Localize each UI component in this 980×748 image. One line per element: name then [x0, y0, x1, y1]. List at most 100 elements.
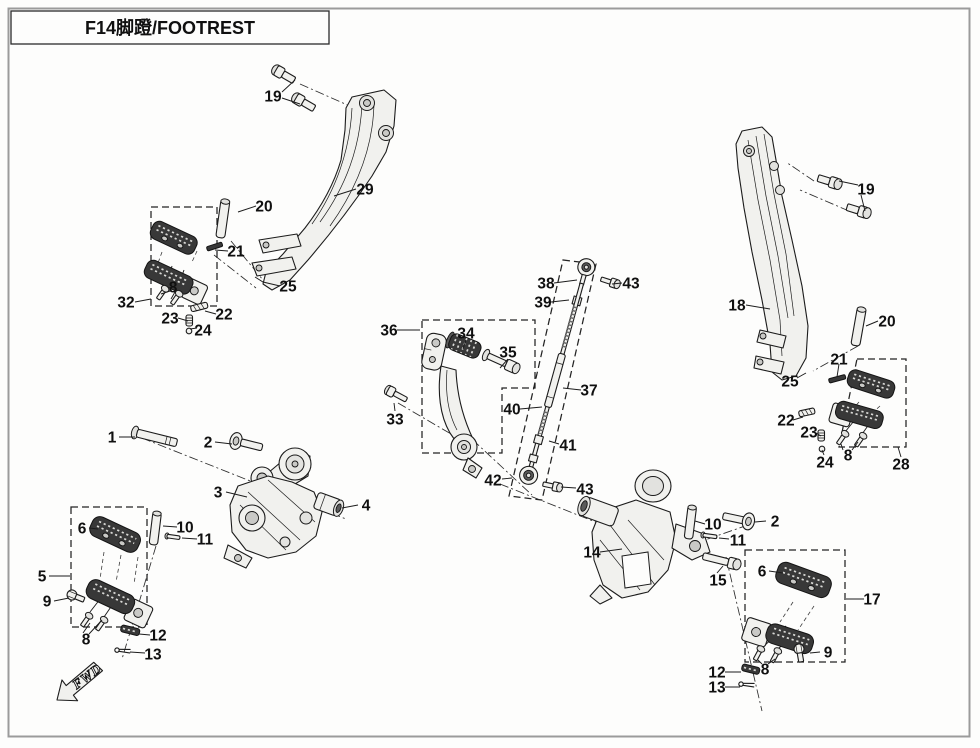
label-1: 1 [108, 430, 117, 447]
label-32: 32 [117, 295, 134, 312]
label-2-left: 2 [204, 435, 213, 452]
label-14: 14 [583, 545, 601, 562]
label-11-left: 11 [197, 532, 214, 549]
label-39: 39 [534, 295, 552, 312]
label-23-left: 23 [161, 311, 179, 328]
footpeg-lower-28 [828, 400, 884, 430]
ball-24-left [185, 327, 193, 335]
label-29: 29 [356, 182, 374, 199]
label-3: 3 [214, 485, 223, 502]
label-43-bottom: 43 [576, 482, 594, 499]
label-20-right: 20 [878, 314, 895, 331]
label-13-right: 13 [708, 680, 726, 697]
label-28: 28 [892, 457, 910, 474]
label-8-botleft: 8 [82, 632, 91, 649]
bracket-29 [251, 89, 397, 291]
group-box-32 [150, 206, 218, 307]
bolt-43-top [600, 276, 621, 290]
label-36: 36 [380, 323, 398, 340]
bolt-43-bottom [542, 481, 564, 493]
bolt-2-right [722, 512, 756, 531]
label-35: 35 [499, 345, 517, 362]
label-25-right: 25 [781, 374, 799, 391]
footpeg-lower-5 [85, 579, 154, 629]
bolt-9-left [66, 589, 86, 603]
label-8-topleft: 8 [169, 280, 178, 297]
page-title: F14脚蹬/FOOTREST [85, 18, 255, 38]
spring-12-left [120, 624, 141, 636]
screw-8-topright-a [836, 429, 850, 446]
screw-8-botleft-a [80, 611, 94, 628]
bolt-1 [130, 425, 178, 447]
label-2-right: 2 [771, 514, 780, 531]
leader-lines [49, 79, 902, 688]
label-23-right: 23 [800, 425, 818, 442]
label-19-left: 19 [264, 89, 282, 106]
group-box-17 [744, 549, 846, 663]
label-17: 17 [863, 592, 880, 609]
screw-8-botright-b [770, 647, 783, 664]
footpeg-upper-32 [149, 220, 198, 255]
clip-21-left [206, 241, 224, 252]
label-24-right: 24 [816, 455, 834, 472]
footpeg-upper-28 [846, 369, 896, 399]
spring-pin-22-left [190, 301, 209, 313]
label-37: 37 [580, 383, 597, 400]
label-15: 15 [709, 573, 727, 590]
shift-peg-rubber-34 [445, 331, 482, 359]
pin-20-right [850, 306, 867, 347]
label-43-top: 43 [622, 276, 640, 293]
bolt-19-left-a [271, 64, 296, 84]
screw-8-botleft-b [95, 615, 109, 632]
bolt-15 [702, 552, 742, 571]
footpeg-upper-17 [775, 561, 832, 599]
fwd-arrow: FWD [56, 660, 105, 702]
label-13-left: 13 [144, 647, 162, 664]
label-42: 42 [484, 473, 501, 490]
spring-pin-22-right [798, 407, 816, 418]
shift-lever-assembly [421, 331, 521, 479]
bracket-3 [223, 447, 323, 569]
bolt-9-right [793, 643, 805, 663]
label-20-left: 20 [255, 199, 272, 216]
screw-8-topleft-b [170, 289, 184, 306]
group-box-5 [70, 506, 148, 628]
label-18: 18 [728, 298, 746, 315]
page-border [7, 7, 971, 738]
label-21-left: 21 [227, 244, 245, 261]
label-40: 40 [503, 402, 520, 419]
label-6-left: 6 [78, 521, 87, 538]
bolt-35 [481, 348, 521, 375]
label-34: 34 [457, 326, 475, 343]
pin-11-left [164, 532, 181, 540]
pin-11-right [700, 531, 718, 540]
pin-20-left [215, 198, 231, 239]
label-9-right: 9 [824, 645, 833, 662]
ball-24-right [818, 445, 826, 453]
label-22-left: 22 [215, 307, 232, 324]
bracket-18 [735, 126, 809, 381]
bolt-19-right-b [845, 203, 872, 220]
footpeg-lower-32 [143, 259, 209, 305]
pin-10-right [683, 504, 697, 540]
label-12-right: 12 [708, 665, 725, 682]
group-box-36 [421, 319, 536, 454]
label-10-left: 10 [176, 520, 193, 537]
label-38: 38 [537, 276, 555, 293]
title-box [10, 10, 330, 45]
footpeg-upper-5 [89, 516, 141, 553]
bracket-14 [577, 469, 711, 605]
label-12-left: 12 [149, 628, 166, 645]
label-19-right: 19 [857, 182, 875, 199]
label-24-left: 24 [194, 323, 212, 340]
bolt-33 [383, 384, 408, 403]
spring-12-right [741, 663, 761, 675]
label-22-right: 22 [777, 413, 794, 430]
label-6-right: 6 [758, 564, 767, 581]
title-block: F14脚蹬/FOOTREST [10, 10, 330, 45]
label-8-topright: 8 [844, 448, 853, 465]
label-41: 41 [559, 438, 577, 455]
